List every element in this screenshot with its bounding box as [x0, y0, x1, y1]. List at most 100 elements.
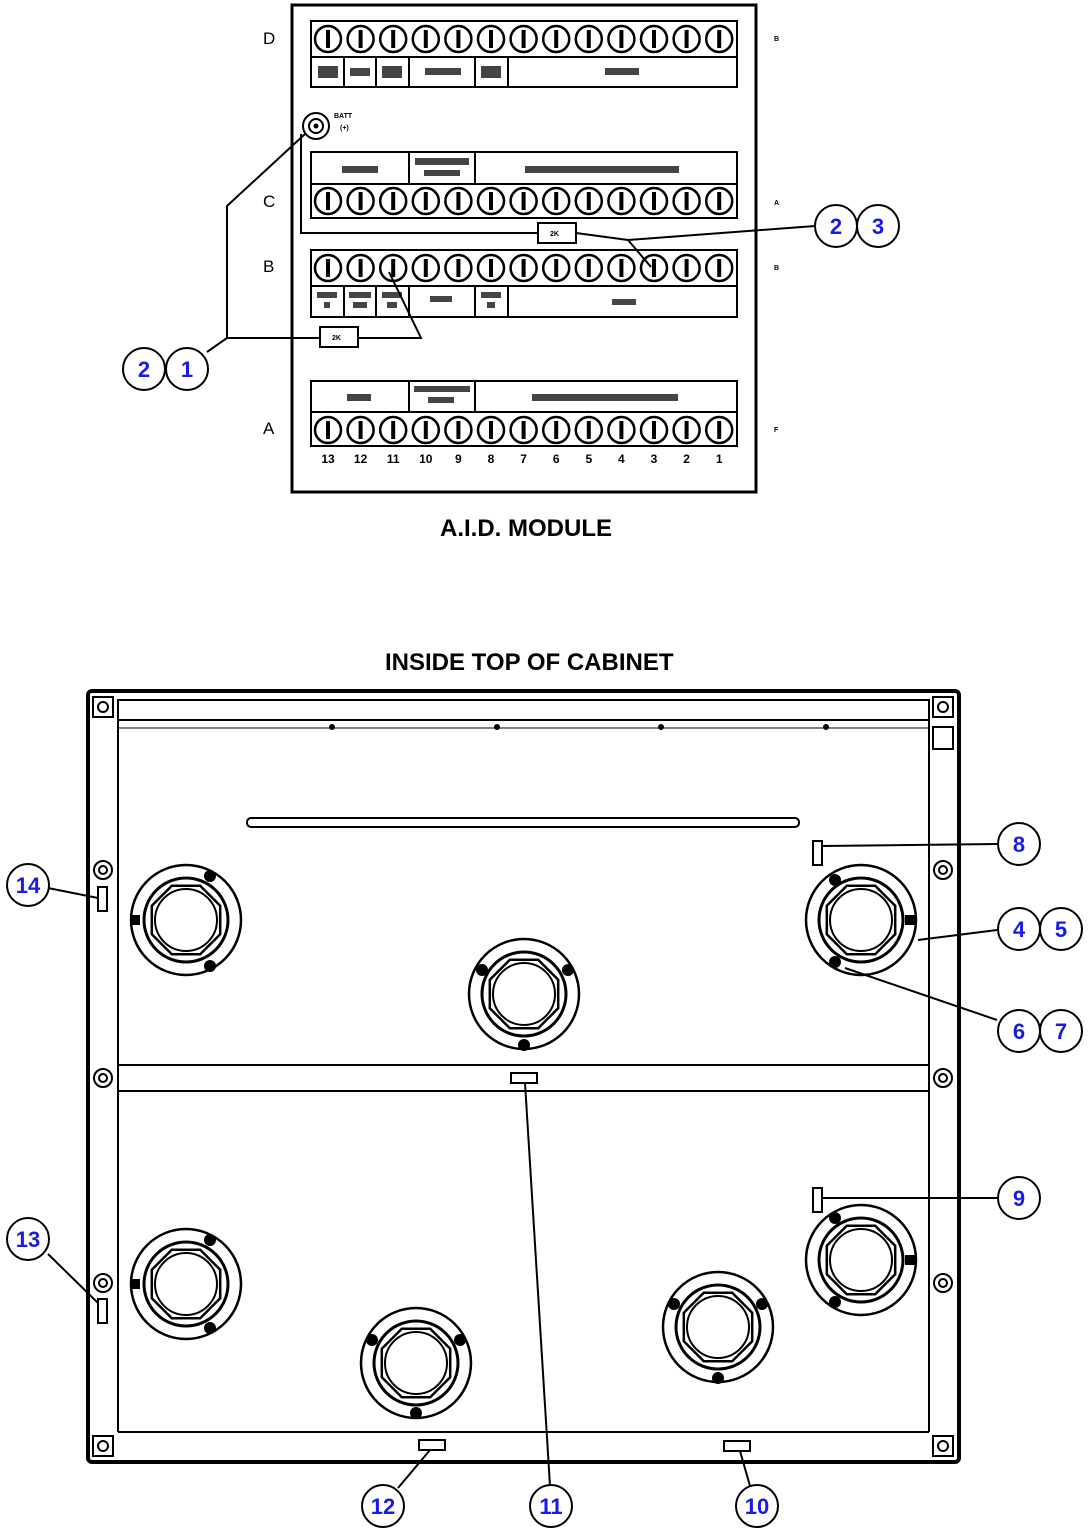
svg-text:2: 2 — [830, 214, 842, 239]
terminal-row-d: D B — [263, 20, 779, 88]
resistor-c-label: 2K — [550, 231, 559, 238]
terminal-screw-b-2 — [672, 253, 701, 283]
terminal-screw-a-12 — [346, 415, 375, 445]
terminal-screw-c-11 — [378, 186, 408, 216]
leader-4 — [917, 929, 998, 941]
aid-module: D B BATT (+) — [263, 3, 779, 542]
terminal-screw-c-12 — [346, 186, 375, 216]
leader-1-resistor-right — [358, 271, 423, 339]
svg-text:14: 14 — [16, 873, 41, 898]
terminal-screw-a-5 — [574, 415, 604, 445]
row-mark-c: A — [774, 200, 779, 207]
callout-9: 9 — [997, 1176, 1041, 1220]
terminal-number-9: 9 — [455, 452, 462, 466]
terminal-screw-d-10 — [411, 24, 441, 54]
side-nut-4 — [933, 860, 953, 880]
conduit-fitting-1 — [129, 863, 243, 977]
row-label-b: B — [263, 257, 274, 276]
terminal-screw-b-5 — [574, 253, 604, 283]
terminal-screw-c-5 — [574, 186, 604, 216]
terminal-screw-a-8 — [476, 415, 506, 445]
svg-text:2: 2 — [138, 357, 150, 382]
terminal-screw-a-10 — [411, 415, 441, 445]
header-blur-c — [342, 158, 679, 176]
terminal-screw-a-13 — [313, 415, 343, 445]
conduit-fitting-6 — [661, 1270, 775, 1384]
conduit-fitting-7 — [804, 1203, 918, 1317]
leader-11 — [524, 1082, 551, 1487]
svg-text:1: 1 — [181, 357, 193, 382]
terminal-screw-d-13 — [313, 24, 343, 54]
conduit-fitting-3 — [804, 863, 918, 977]
clamp-10 — [723, 1440, 751, 1452]
terminal-screw-c-9 — [444, 186, 473, 216]
terminal-screw-d-5 — [574, 24, 604, 54]
terminal-screw-c-6 — [541, 186, 571, 216]
conduit-fitting-2 — [467, 937, 581, 1051]
corner-brackets — [92, 696, 954, 1457]
clamp-14 — [97, 886, 108, 912]
terminal-block-d — [310, 20, 738, 88]
terminal-number-13: 13 — [321, 452, 335, 466]
terminal-screw-d-6 — [541, 24, 571, 54]
header-blur-b — [317, 292, 636, 308]
terminal-number-1: 1 — [716, 452, 723, 466]
callout-8: 8 — [997, 822, 1041, 866]
terminal-screw-b-13 — [313, 253, 343, 283]
terminal-screw-d-11 — [378, 24, 408, 54]
svg-text:5: 5 — [1055, 917, 1067, 942]
terminal-screw-d-12 — [346, 24, 375, 54]
terminal-screw-a-2 — [672, 415, 701, 445]
side-nut-1 — [93, 860, 113, 880]
terminal-screw-c-7 — [509, 186, 538, 216]
side-nuts — [93, 860, 953, 1293]
terminal-number-8: 8 — [488, 452, 495, 466]
terminal-number-10: 10 — [419, 452, 433, 466]
terminal-screw-b-11 — [378, 253, 408, 283]
leader-13 — [47, 1253, 99, 1304]
terminal-screw-b-7 — [509, 253, 538, 283]
conduit-fitting-4 — [129, 1227, 243, 1341]
terminal-screw-b-10 — [411, 253, 441, 283]
callout-11: 11 — [529, 1484, 573, 1528]
terminal-screw-b-9 — [444, 253, 473, 283]
batt-label: BATT — [334, 113, 353, 120]
terminal-screw-a-9 — [444, 415, 473, 445]
callout-2-left: 2 — [122, 347, 166, 391]
side-nut-2 — [93, 1068, 113, 1088]
module-title: A.I.D. MODULE — [440, 515, 612, 542]
terminal-screw-b-8 — [476, 253, 506, 283]
callout-6: 6 — [997, 1009, 1041, 1053]
row-label-d: D — [263, 29, 275, 48]
terminal-screw-c-2 — [672, 186, 701, 216]
terminal-screw-a-1 — [704, 415, 734, 445]
cabinet-middle-rail — [117, 1064, 930, 1092]
terminals-b — [313, 253, 734, 283]
row-mark-b: B — [774, 265, 779, 272]
svg-text:9: 9 — [1013, 1186, 1025, 1211]
row-label-a: A — [263, 419, 275, 438]
terminal-screw-d-2 — [672, 24, 701, 54]
callout-4: 4 — [997, 907, 1041, 951]
leader-1-batt — [206, 133, 306, 353]
terminal-screw-c-13 — [313, 186, 343, 216]
terminal-screw-d-4 — [607, 24, 636, 54]
terminal-block-b — [310, 249, 738, 318]
cabinet-outer-frame — [86, 689, 961, 1464]
conduit-fitting-5 — [359, 1306, 473, 1420]
side-nut-5 — [933, 1068, 953, 1088]
terminal-screw-b-1 — [704, 253, 734, 283]
cabinet-top-rail — [117, 699, 930, 721]
svg-text:6: 6 — [1013, 1019, 1025, 1044]
batt-terminal: BATT (+) — [302, 112, 353, 140]
conduit-fittings — [129, 863, 918, 1420]
svg-text:13: 13 — [16, 1227, 40, 1252]
resistor-c: 2K — [537, 222, 577, 244]
resistor-b: 2K — [319, 326, 359, 348]
row-mark-d: B — [774, 36, 779, 43]
terminal-number-11: 11 — [387, 452, 400, 466]
leader-6 — [844, 967, 998, 1021]
terminal-row-c: C A — [263, 151, 779, 219]
callout-5: 5 — [1039, 907, 1083, 951]
resistor-b-label: 2K — [332, 335, 341, 342]
